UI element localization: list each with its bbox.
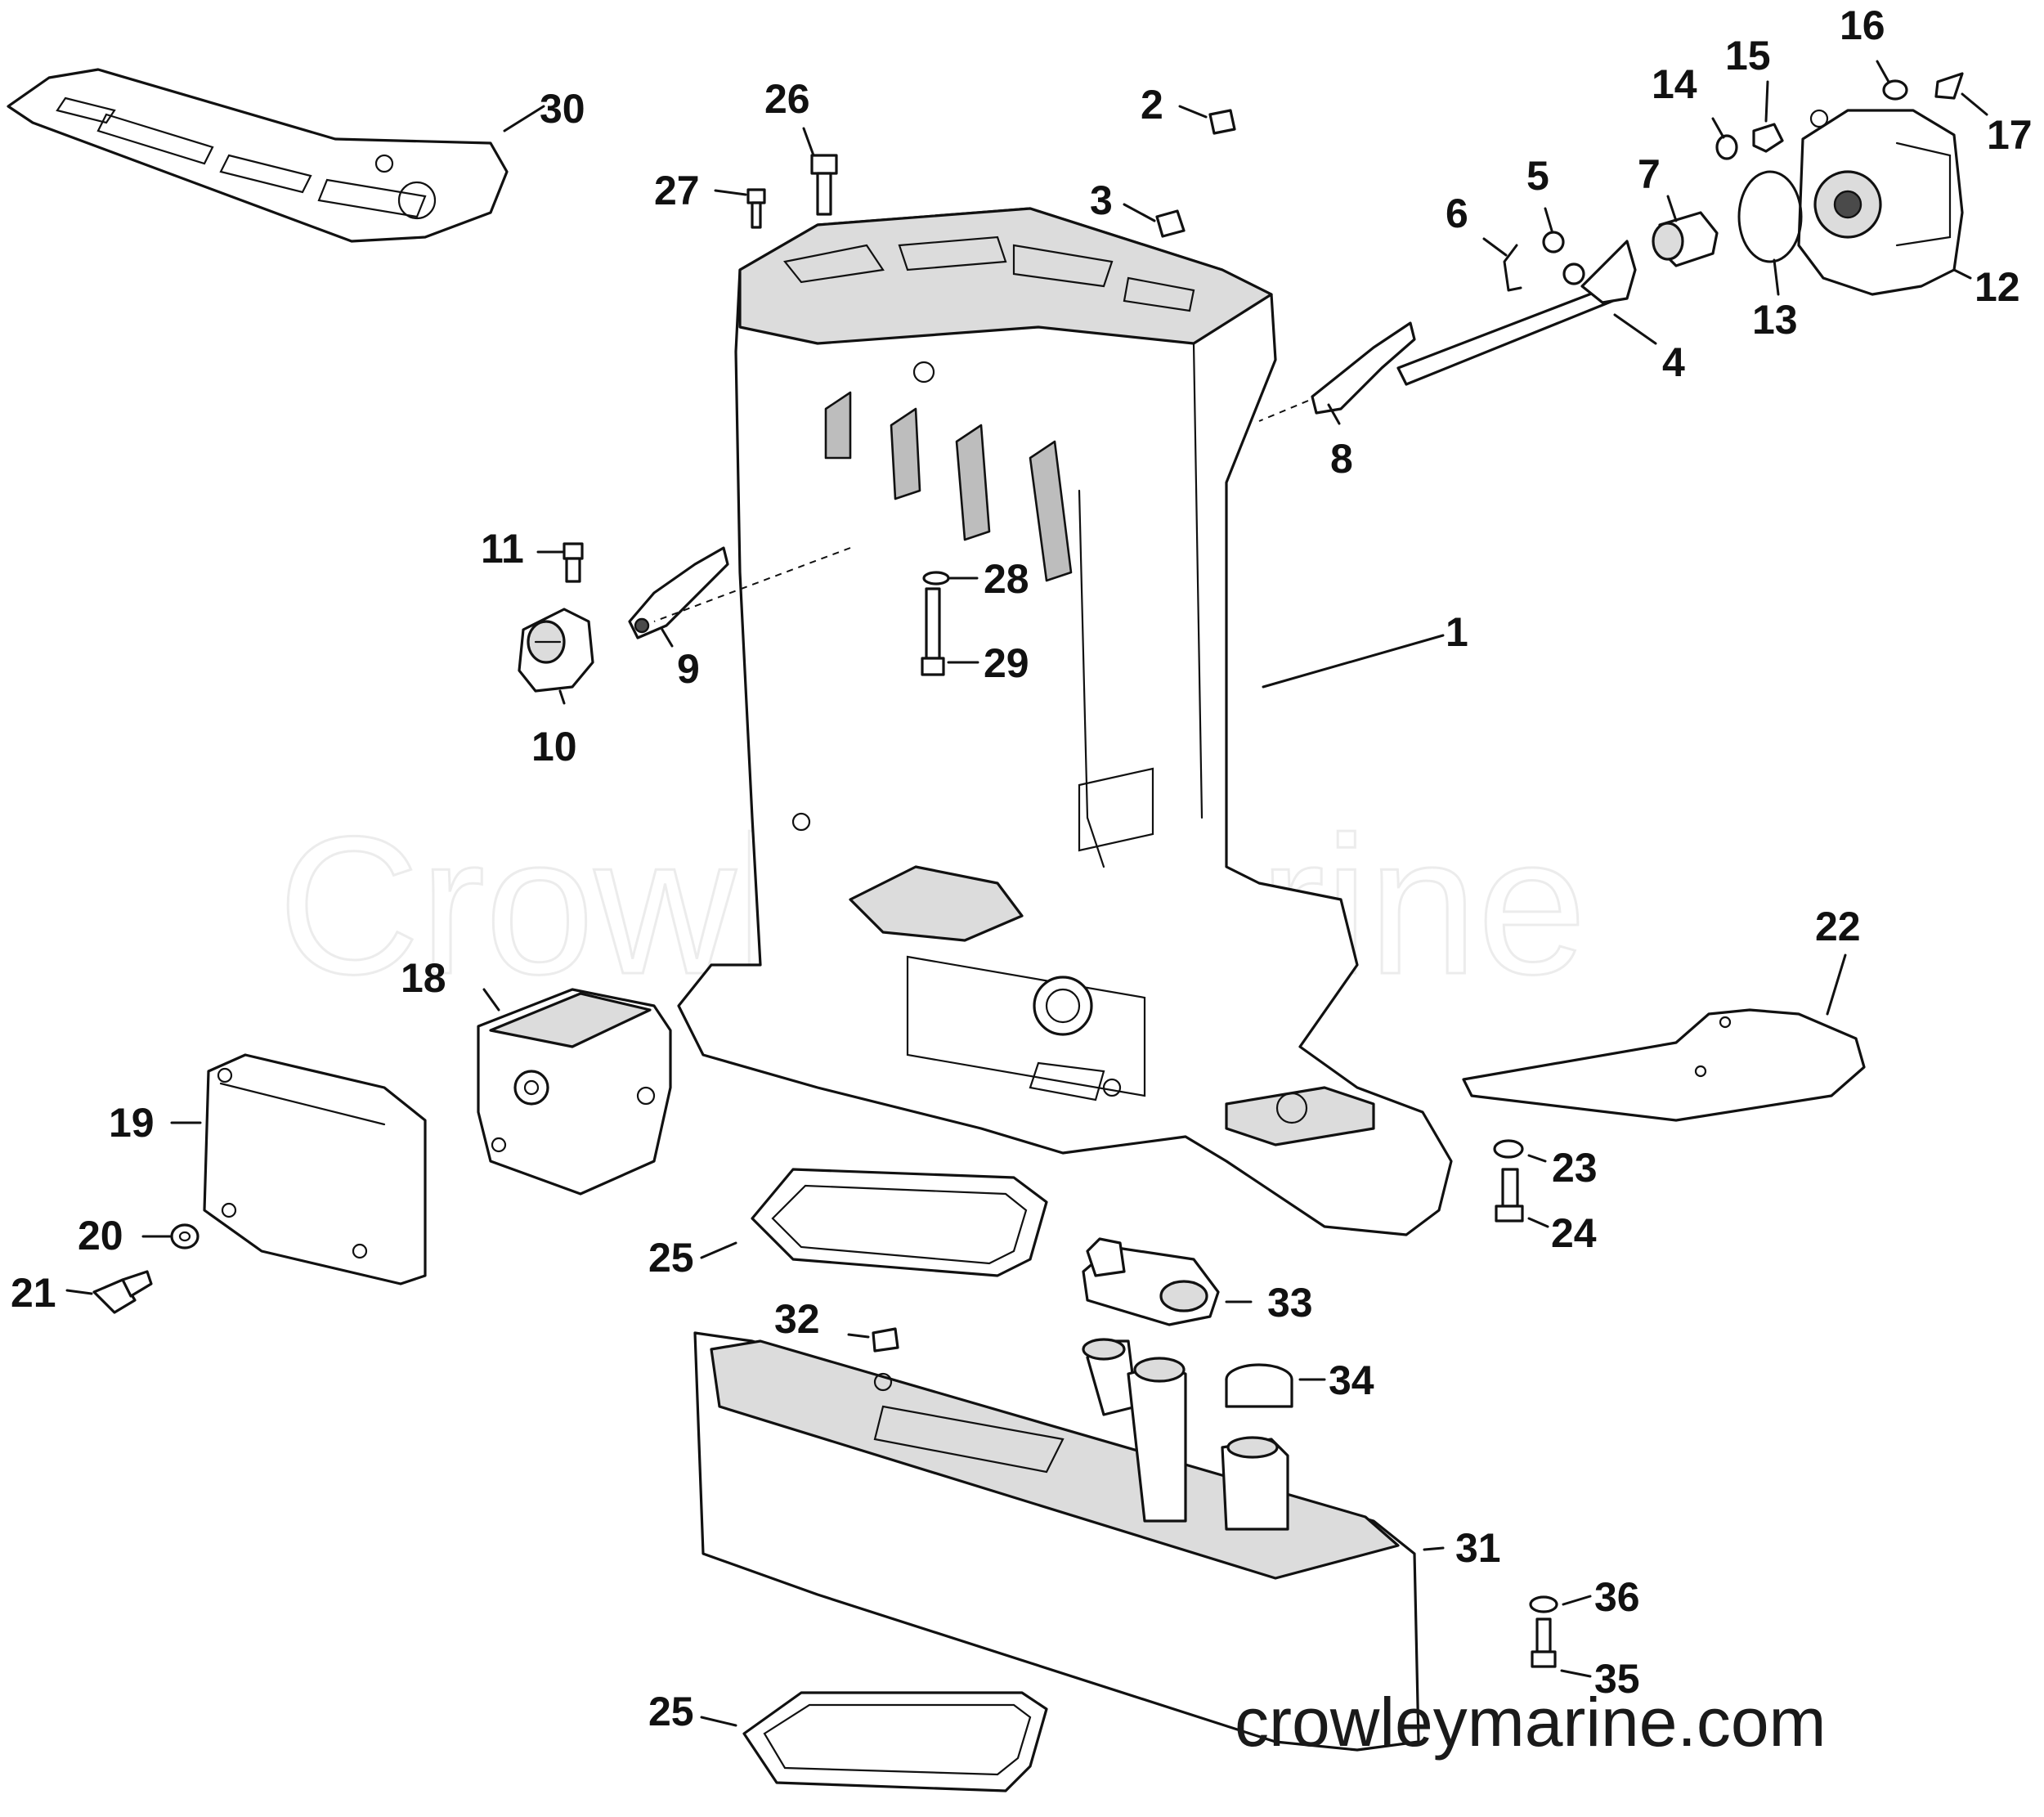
- lever-part-8: [1311, 321, 1416, 415]
- callout-4: 4: [1662, 339, 1685, 385]
- callout-12: 12: [1975, 264, 2020, 310]
- bolt-part-35: [1531, 1617, 1557, 1668]
- collar-part-10: [518, 608, 594, 693]
- pin-part-6: [1503, 244, 1522, 292]
- lever-part-9: [628, 546, 729, 639]
- oring-part-13: [1737, 170, 1803, 263]
- callout-30: 30: [540, 86, 585, 132]
- callout-25-lower: 25: [648, 1689, 694, 1734]
- washer-part-36: [1529, 1595, 1558, 1613]
- cover-part-19: [203, 1053, 427, 1285]
- callout-33: 33: [1267, 1280, 1313, 1326]
- pump-part-12: [1797, 109, 1964, 296]
- clip-part-5: [1542, 231, 1585, 285]
- adapter-housing-part-1: [677, 207, 1453, 1236]
- callout-8: 8: [1330, 436, 1353, 482]
- callout-19: 19: [109, 1100, 155, 1146]
- screw-part-27: [746, 188, 766, 229]
- washer-part-14: [1715, 134, 1738, 160]
- callout-22: 22: [1815, 904, 1861, 949]
- callout-31: 31: [1455, 1525, 1501, 1571]
- screw-part-26: [810, 154, 838, 216]
- callout-17: 17: [1987, 112, 2033, 158]
- bolt-part-21: [92, 1270, 153, 1314]
- washer-part-23: [1493, 1139, 1524, 1159]
- plate-part-22: [1462, 1008, 1866, 1122]
- callout-10: 10: [531, 724, 577, 769]
- bracket-part-33: [1082, 1237, 1220, 1326]
- callout-9: 9: [677, 646, 700, 692]
- callout-14: 14: [1652, 61, 1697, 107]
- ring-part-34: [1225, 1363, 1293, 1408]
- callout-13: 13: [1752, 297, 1798, 343]
- callout-23: 23: [1552, 1145, 1598, 1191]
- bolt-part-29: [921, 587, 945, 676]
- callout-18: 18: [401, 955, 446, 1001]
- mount-part-18: [477, 988, 672, 1196]
- callout-6: 6: [1446, 191, 1468, 236]
- footer-url: crowleymarine.com: [1235, 1684, 1827, 1761]
- callout-15: 15: [1725, 33, 1771, 79]
- plug-part-32: [872, 1327, 899, 1353]
- callout-16: 16: [1840, 2, 1885, 48]
- callout-24: 24: [1551, 1210, 1597, 1256]
- callout-11: 11: [481, 526, 524, 572]
- housing-part-31: [693, 1331, 1420, 1752]
- callout-28: 28: [984, 556, 1029, 602]
- bushing-part-7: [1652, 211, 1719, 267]
- shaft-part-4: [1396, 240, 1637, 386]
- callout-32: 32: [774, 1296, 820, 1342]
- callout-5: 5: [1526, 153, 1549, 199]
- screw-part-17: [1934, 72, 1964, 100]
- callout-3: 3: [1090, 177, 1113, 223]
- seal-part-25-upper: [751, 1168, 1048, 1277]
- callout-34: 34: [1329, 1357, 1374, 1403]
- callout-7: 7: [1638, 151, 1661, 197]
- plug-part-2: [1208, 109, 1236, 135]
- callout-labels: 1 2 3 4 5 6 7 8 9 10 11 12 13 14 15 16 1…: [11, 2, 2033, 1734]
- callout-29: 29: [984, 640, 1029, 686]
- leader-lines: [65, 60, 1988, 1727]
- callout-35: 35: [1594, 1656, 1640, 1702]
- plug-part-3: [1155, 209, 1186, 238]
- bolt-part-24: [1495, 1168, 1524, 1223]
- washer-part-28: [922, 571, 950, 585]
- gasket-part-30: [7, 68, 509, 243]
- callout-1: 1: [1446, 609, 1468, 655]
- callout-21: 21: [11, 1270, 56, 1316]
- washer-part-16: [1882, 79, 1908, 101]
- callout-25-upper: 25: [648, 1235, 694, 1281]
- callout-26: 26: [764, 76, 810, 122]
- screw-part-11: [563, 542, 584, 583]
- callout-27: 27: [654, 168, 700, 213]
- callout-2: 2: [1141, 82, 1163, 128]
- seal-part-25-lower: [742, 1691, 1048, 1792]
- callout-20: 20: [78, 1213, 123, 1258]
- fitting-part-15: [1752, 123, 1784, 153]
- callout-36: 36: [1594, 1574, 1640, 1620]
- washer-part-20: [170, 1223, 199, 1249]
